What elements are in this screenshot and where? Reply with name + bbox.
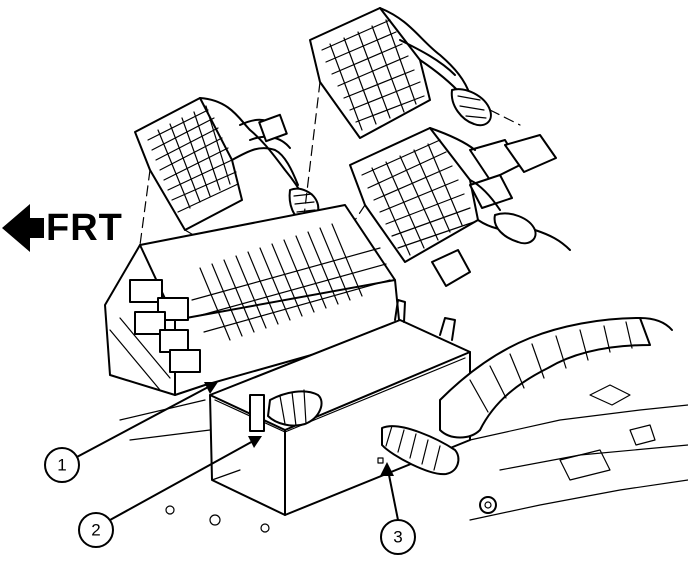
front-direction-indicator: FRT — [2, 204, 123, 252]
harness-connector-top — [309, 7, 492, 139]
vehicle-body-linework — [119, 384, 688, 521]
callout-leaders — [74, 382, 399, 521]
front-arrow-icon — [2, 204, 44, 252]
lower-fuse-box-housing — [165, 299, 673, 533]
callout-2: 2 — [78, 512, 114, 548]
callout-3-number: 3 — [393, 528, 402, 547]
harness-connector-right — [349, 127, 571, 287]
harness-connector-left — [134, 97, 320, 231]
callout-1-number: 1 — [57, 456, 66, 475]
fuse-relay-block — [104, 204, 401, 396]
front-label: FRT — [46, 207, 123, 249]
callout-2-number: 2 — [91, 521, 100, 540]
callout-1: 1 — [44, 447, 80, 483]
callout-3: 3 — [380, 519, 416, 555]
